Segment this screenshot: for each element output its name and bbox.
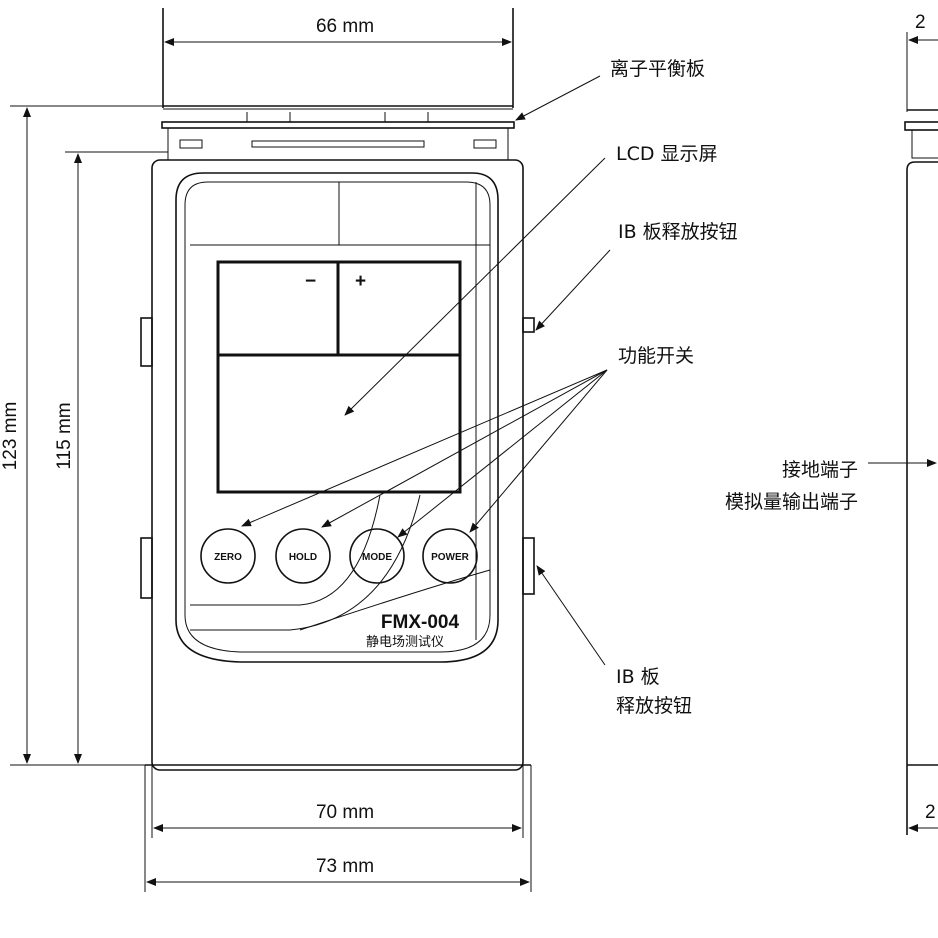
label-ib-release-bottom-2: 释放按钮 [616,695,692,717]
side-view-drawing: 2 2 [904,12,938,835]
power-button[interactable]: POWER [422,528,478,584]
dim-base-width: 73 mm [316,856,374,877]
mode-button[interactable]: MODE [349,528,405,584]
label-ground-terminal: 接地端子 [782,459,858,481]
device-name: 静电场测试仪 [366,635,444,650]
dim-side-top: 2 [915,12,926,33]
label-function-switch: 功能开关 [618,345,694,367]
model-name: FMX-004 [381,612,460,633]
dim-top-width: 66 mm [316,16,374,37]
dimension-lines: 66 mm 123 mm 115 mm 70 mm 73 mm [0,16,532,892]
function-buttons: ZERO HOLD MODE POWER [200,528,478,584]
label-ion-plate: 离子平衡板 [610,58,705,80]
device-body [140,159,535,771]
svg-text:MODE: MODE [362,552,392,563]
callouts: 离子平衡板 LCD 显示屏 IB 板释放按钮 功能开关 接地端子 模拟量输出端子… [241,58,937,717]
zero-button[interactable]: ZERO [200,528,256,584]
svg-text:ZERO: ZERO [214,552,242,563]
ib-release-button-left[interactable] [140,317,153,367]
lcd-plus-sign: + [355,271,366,292]
label-analog-output: 模拟量输出端子 [725,491,858,513]
dim-body-width: 70 mm [316,802,374,823]
dim-side-bottom: 2 [925,802,936,823]
lcd-display: − + [216,260,462,494]
label-ib-release-top: IB 板释放按钮 [618,221,738,243]
label-lcd: LCD 显示屏 [616,143,718,165]
ion-balance-plate [161,8,515,161]
label-ib-release-bottom-1: IB 板 [616,666,660,688]
dim-total-height: 123 mm [0,402,21,471]
svg-text:POWER: POWER [431,552,470,563]
ib-release-button-right[interactable] [522,317,535,333]
svg-text:HOLD: HOLD [289,552,317,563]
dim-body-height: 115 mm [54,402,75,469]
hold-button[interactable]: HOLD [275,528,331,584]
lcd-minus-sign: − [305,271,316,292]
